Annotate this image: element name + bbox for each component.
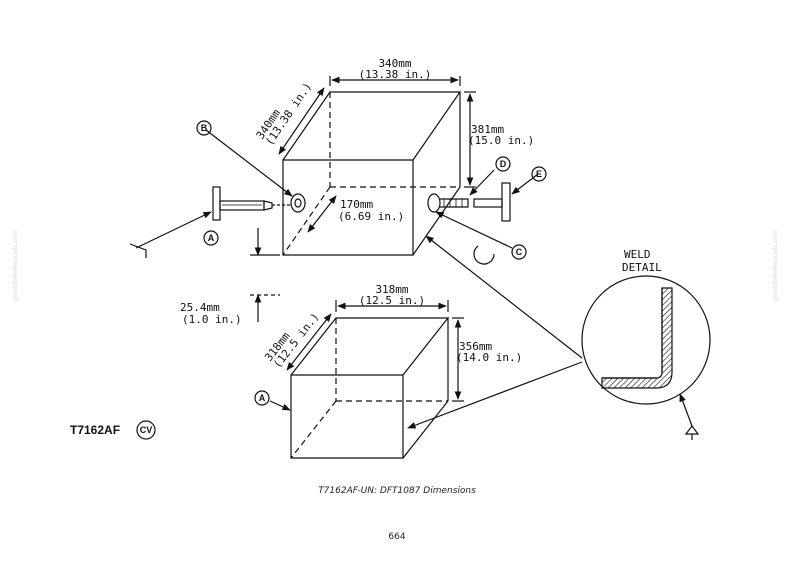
model-number: T7162AF xyxy=(70,423,120,437)
upper-offset-in: (1.0 in.) xyxy=(182,313,242,326)
lower-box-front-face xyxy=(290,374,404,459)
watermark-right: greenfarmmanuals.com xyxy=(772,230,779,302)
upper-width-in: (13.38 in.) xyxy=(359,68,432,81)
watermark-left: greenfarmmanuals.com xyxy=(12,230,19,302)
lower-width-in: (12.5 in.) xyxy=(359,294,425,307)
weld-detail-title-1: WELD xyxy=(624,248,651,261)
upper-offset-mm: 25.4mm xyxy=(180,301,220,314)
upper-inner-dimension xyxy=(307,195,337,233)
callout-e: E xyxy=(536,169,542,179)
callout-a2: A xyxy=(259,393,266,403)
callout-e-circle xyxy=(531,166,547,182)
lower-box-right-bottom-edge xyxy=(402,400,449,459)
t-handle-valve-right xyxy=(473,173,539,222)
callout-a: A xyxy=(208,233,215,243)
upper-height-in: (15.0 in.) xyxy=(468,134,534,147)
cv-badge-circle xyxy=(136,420,156,440)
upper-depth-dimension xyxy=(278,87,325,155)
weld-detail xyxy=(581,275,711,440)
upper-height-mm: 381mm xyxy=(471,123,504,136)
fitting-d xyxy=(427,169,495,213)
callout-a2-circle xyxy=(254,390,270,406)
weld-detail-circle xyxy=(581,275,711,405)
callout-c-circle xyxy=(511,244,527,260)
upper-offset-dimension xyxy=(250,228,280,322)
lower-height-mm: 356mm xyxy=(459,340,492,353)
lower-width-dimension xyxy=(335,300,449,312)
callout-a-circle xyxy=(203,230,219,246)
cv-badge: CV xyxy=(140,425,153,435)
lower-box xyxy=(290,317,450,459)
lower-height-dimension xyxy=(452,317,464,402)
callout-c: C xyxy=(516,247,523,257)
callout-b-circle xyxy=(196,120,212,136)
weld-joint xyxy=(601,287,673,389)
figure-caption: T7162AF-UN: DFT1087 Dimensions xyxy=(318,486,476,496)
lower-box-hidden-edge-d xyxy=(290,400,337,459)
weld-detail-leaders xyxy=(407,235,583,429)
lower-a-leader xyxy=(269,400,291,411)
upper-box-right-bottom-edge xyxy=(412,186,461,256)
fitting-c-leader xyxy=(435,211,513,265)
t-handle-valve-left xyxy=(129,186,290,258)
upper-width-mm: 340mm xyxy=(378,57,411,70)
weld-detail-title-2: DETAIL xyxy=(622,261,662,274)
page-number: 664 xyxy=(388,532,406,542)
upper-box-hidden-edge-d xyxy=(282,186,331,256)
upper-inner-mm: 170mm xyxy=(340,198,373,211)
callout-b: B xyxy=(201,123,208,133)
lower-height-in: (14.0 in.) xyxy=(456,351,522,364)
lower-width-mm: 318mm xyxy=(375,283,408,296)
upper-width-dimension xyxy=(329,76,461,86)
upper-height-dimension xyxy=(464,91,476,188)
callout-d: D xyxy=(500,159,507,169)
callout-d-circle xyxy=(495,156,511,172)
fitting-b xyxy=(205,129,306,213)
lower-depth-dimension xyxy=(286,313,332,371)
upper-inner-in: (6.69 in.) xyxy=(338,210,404,223)
upper-box-top-edges xyxy=(282,91,462,161)
